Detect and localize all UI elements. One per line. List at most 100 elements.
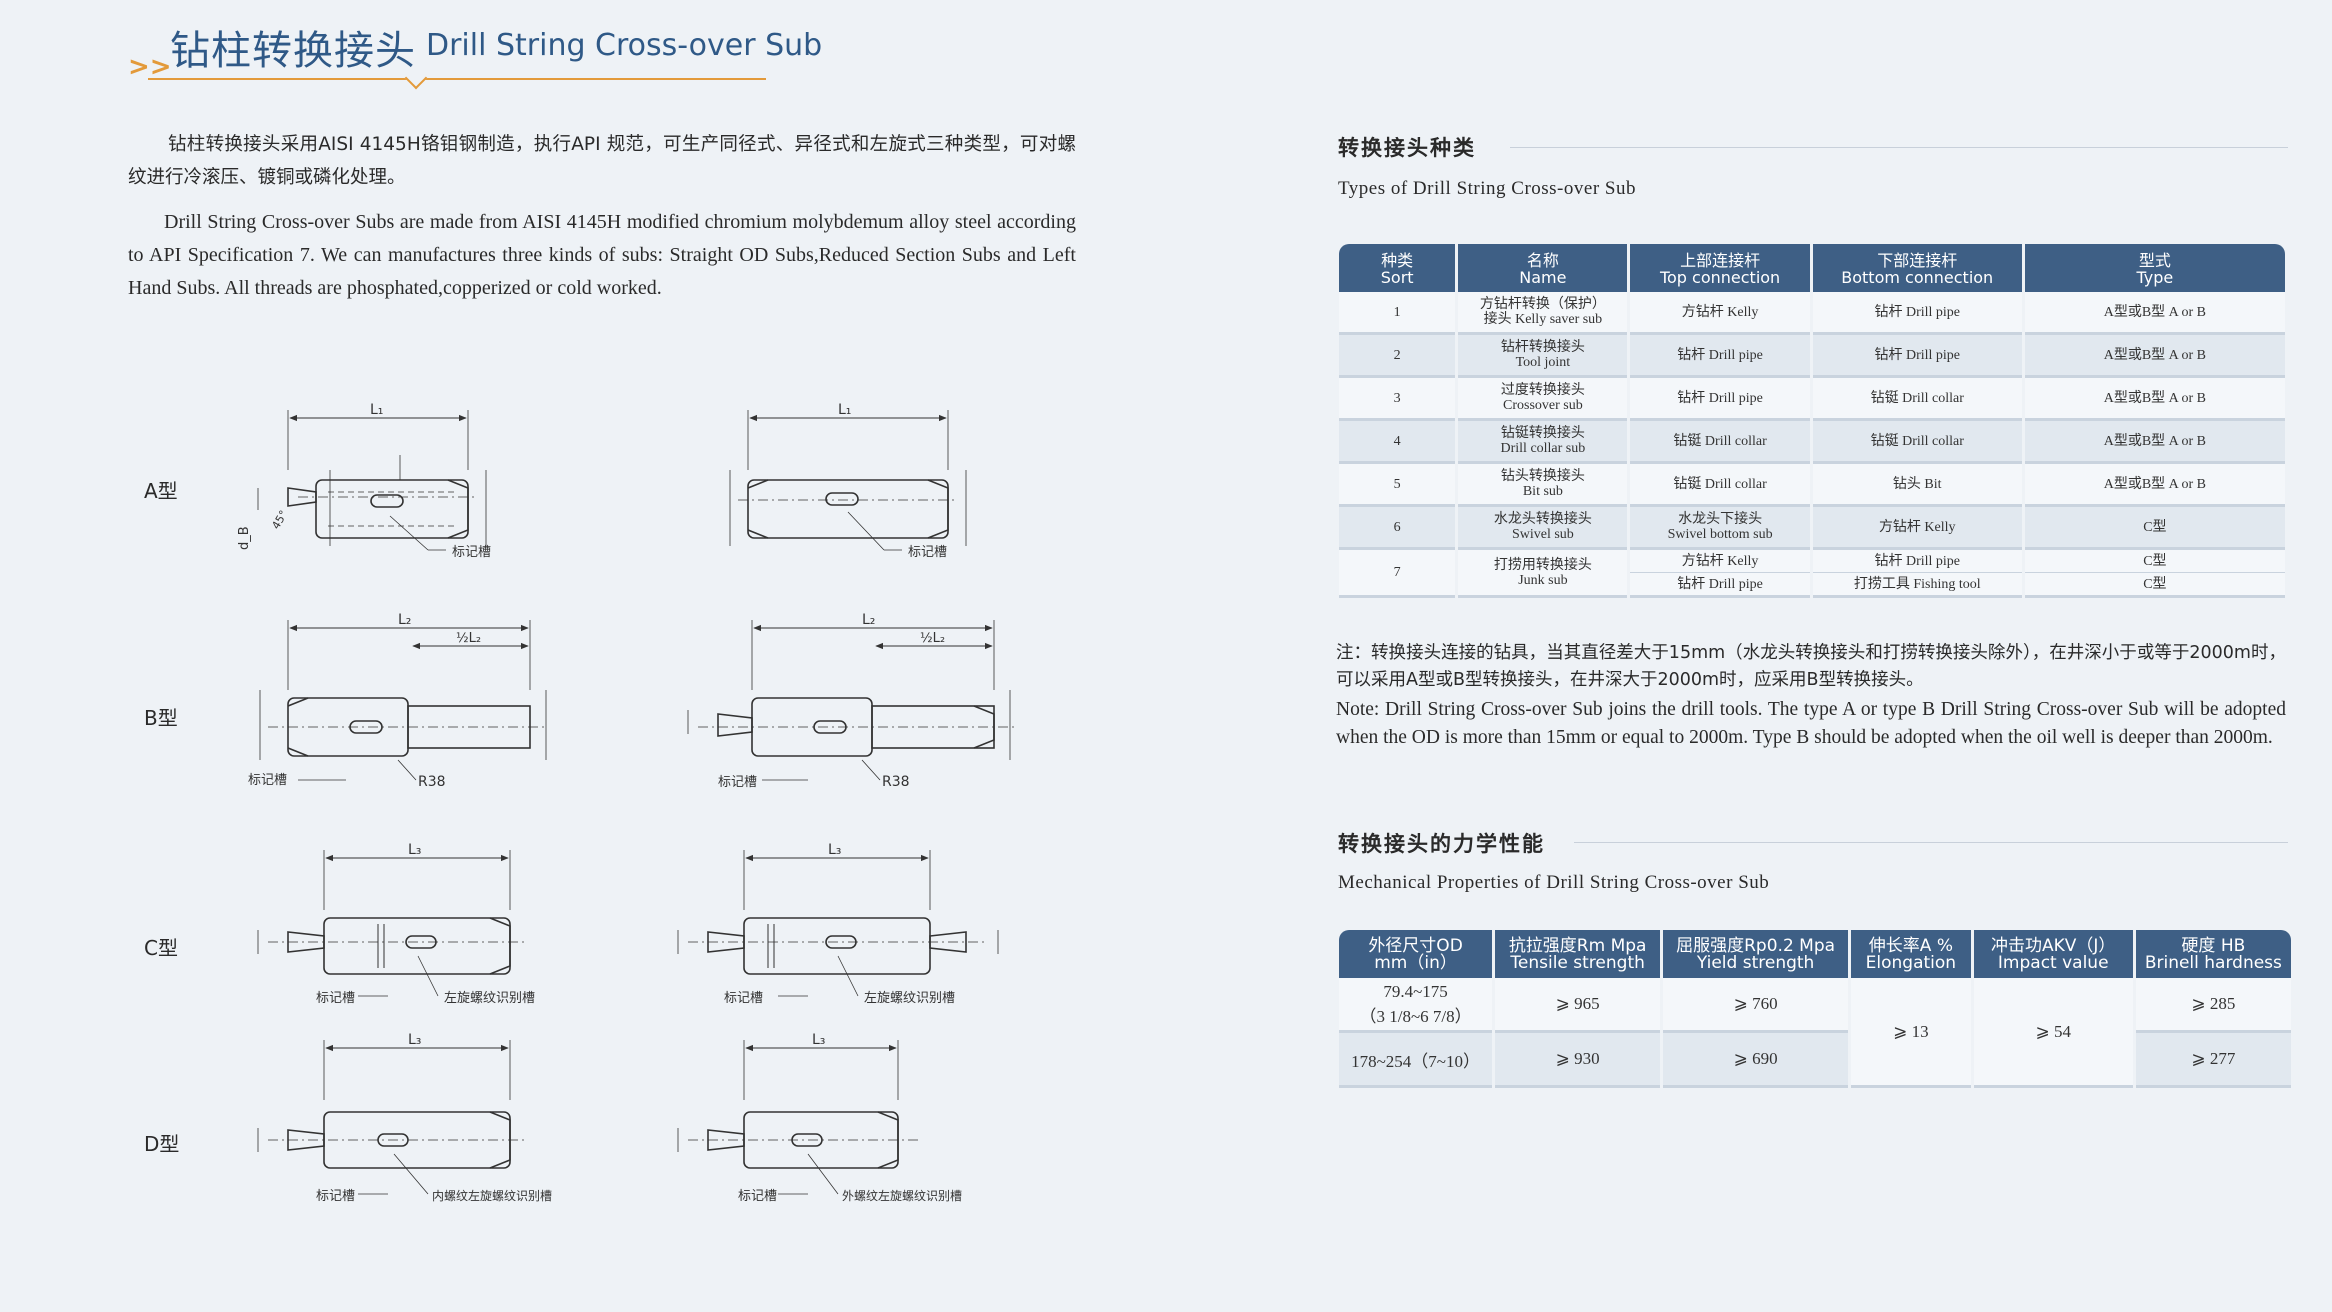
r38-b1: R38 bbox=[418, 774, 446, 790]
mark-slot-b2: 标记槽 bbox=[718, 775, 757, 790]
drawing-b-right: L₂ ½L₂ 标记槽 R38 bbox=[687, 612, 1014, 790]
cell-type: A型或B型 A or B bbox=[2024, 421, 2285, 464]
drawing-a-right: L₁ 标记槽 bbox=[729, 402, 967, 560]
cell-bottom: 打捞工具 Fishing tool bbox=[1812, 573, 2022, 598]
cell-top: 钻杆 Drill pipe bbox=[1630, 378, 1810, 421]
cell-sort: 7 bbox=[1339, 550, 1456, 598]
cell-impact: ⩾ 54 bbox=[1973, 978, 2133, 1088]
cell-sort: 4 bbox=[1339, 421, 1456, 464]
title-underline bbox=[148, 78, 766, 80]
cell-yield: ⩾ 690 bbox=[1663, 1033, 1849, 1088]
type-a-label: A型 bbox=[144, 479, 178, 503]
cell-type: A型或B型 A or B bbox=[2024, 292, 2285, 335]
page-title-en: Drill String Cross-over Sub bbox=[426, 28, 823, 63]
cell-top: 钻铤 Drill collar bbox=[1630, 421, 1810, 464]
cell-type: C型 bbox=[2024, 507, 2285, 550]
dim-l3-d1: L₃ bbox=[408, 1032, 421, 1048]
types-section-title: 转换接头种类 bbox=[1338, 136, 1476, 160]
drawing-d-right: L₃ 标记槽 外螺纹左旋螺纹识别槽 bbox=[677, 1032, 962, 1204]
page-title-block: >> 钻柱转换接头 Drill String Cross-over Sub bbox=[128, 18, 822, 90]
cell-bottom: 钻头 Bit bbox=[1812, 464, 2022, 507]
dim-l2-b1: L₂ bbox=[398, 612, 411, 628]
cell-bottom: 方钻杆 Kelly bbox=[1812, 507, 2022, 550]
types-section-rule bbox=[1510, 147, 2288, 148]
cell-top: 方钻杆 Kelly bbox=[1630, 292, 1810, 335]
intro-text-en: Drill String Cross-over Subs are made fr… bbox=[128, 211, 1076, 299]
cell-top: 方钻杆 Kelly bbox=[1630, 550, 1810, 573]
inner-left-thread-d1: 内螺纹左旋螺纹识别槽 bbox=[432, 1188, 552, 1203]
drawing-d-left: L₃ 标记槽 内螺纹左旋螺纹识别槽 bbox=[257, 1032, 552, 1204]
dim-half-l2-b1: ½L₂ bbox=[456, 631, 481, 646]
types-section-subtitle: Types of Drill String Cross-over Sub bbox=[1338, 178, 1636, 199]
cell-top: 钻杆 Drill pipe bbox=[1630, 335, 1810, 378]
outer-left-thread-d2: 外螺纹左旋螺纹识别槽 bbox=[842, 1188, 962, 1203]
cell-top: 钻铤 Drill collar bbox=[1630, 464, 1810, 507]
mark-slot-d1: 标记槽 bbox=[316, 1189, 355, 1204]
cell-bottom: 钻铤 Drill collar bbox=[1812, 378, 2022, 421]
left-thread-groove-c1: 左旋螺纹识别槽 bbox=[444, 991, 535, 1006]
mark-slot-c2: 标记槽 bbox=[724, 991, 763, 1006]
mech-section-rule bbox=[1574, 842, 2288, 843]
mark-slot-b1: 标记槽 bbox=[248, 773, 287, 788]
mark-slot-c1: 标记槽 bbox=[316, 991, 355, 1006]
cell-hardness: ⩾ 285 bbox=[2135, 978, 2291, 1033]
cell-sort: 5 bbox=[1339, 464, 1456, 507]
type-d-label: D型 bbox=[144, 1132, 180, 1156]
note-en: Note: Drill String Cross-over Sub joins … bbox=[1336, 699, 2286, 748]
dim-l3-c1: L₃ bbox=[408, 842, 421, 858]
cell-bottom: 钻杆 Drill pipe bbox=[1812, 335, 2022, 378]
cell-od: 79.4~175（3 1/8~6 7/8） bbox=[1339, 978, 1493, 1033]
drawing-a-left: L₁ d_B 标记槽 45° bbox=[237, 402, 491, 560]
table-row: 钻杆 Drill pipe 打捞工具 Fishing tool C型 bbox=[1339, 573, 2285, 598]
mech-section-title: 转换接头的力学性能 bbox=[1338, 832, 1545, 856]
cell-bottom: 钻杆 Drill pipe bbox=[1812, 292, 2022, 335]
dim-l1-a1: L₁ bbox=[370, 402, 383, 418]
col-impact: 冲击功AKV（J）Impact value bbox=[1973, 930, 2133, 978]
title-arrow-icon: >> bbox=[128, 52, 172, 82]
dim-l3-d2: L₃ bbox=[812, 1032, 825, 1048]
table-row: 178~254（7~10） ⩾ 930 ⩾ 690 ⩾ 277 bbox=[1339, 1033, 2291, 1088]
technical-drawings: A型 B型 C型 D型 L₁ d_B 标记槽 45° bbox=[128, 380, 1088, 1220]
type-b-label: B型 bbox=[144, 706, 178, 730]
dim-l1-a2: L₁ bbox=[838, 402, 851, 418]
angle-a1: 45° bbox=[269, 508, 290, 531]
dim-db-a1: d_B bbox=[237, 526, 252, 550]
note-cn: 注：转换接头连接的钻具，当其直径差大于15mm（水龙头转换接头和打捞转换接头除外… bbox=[1336, 643, 2286, 690]
cell-bottom: 钻杆 Drill pipe bbox=[1812, 550, 2022, 573]
cell-sort: 2 bbox=[1339, 335, 1456, 378]
cell-type: A型或B型 A or B bbox=[2024, 335, 2285, 378]
cell-name: 方钻杆转换（保护）接头 Kelly saver sub bbox=[1458, 292, 1628, 335]
table-row: 1 方钻杆转换（保护）接头 Kelly saver sub 方钻杆 Kelly … bbox=[1339, 292, 2285, 335]
cell-sort: 1 bbox=[1339, 292, 1456, 335]
cell-elongation: ⩾ 13 bbox=[1851, 978, 1971, 1088]
cell-hardness: ⩾ 277 bbox=[2135, 1033, 2291, 1088]
cell-bottom: 钻铤 Drill collar bbox=[1812, 421, 2022, 464]
cell-top: 钻杆 Drill pipe bbox=[1630, 573, 1810, 598]
mech-section-subtitle: Mechanical Properties of Drill String Cr… bbox=[1338, 872, 1770, 893]
drawing-c-left: L₃ 标记槽 左旋螺纹识别槽 bbox=[257, 842, 535, 1006]
cell-sort: 6 bbox=[1339, 507, 1456, 550]
page-title-cn: 钻柱转换接头 bbox=[170, 28, 416, 74]
